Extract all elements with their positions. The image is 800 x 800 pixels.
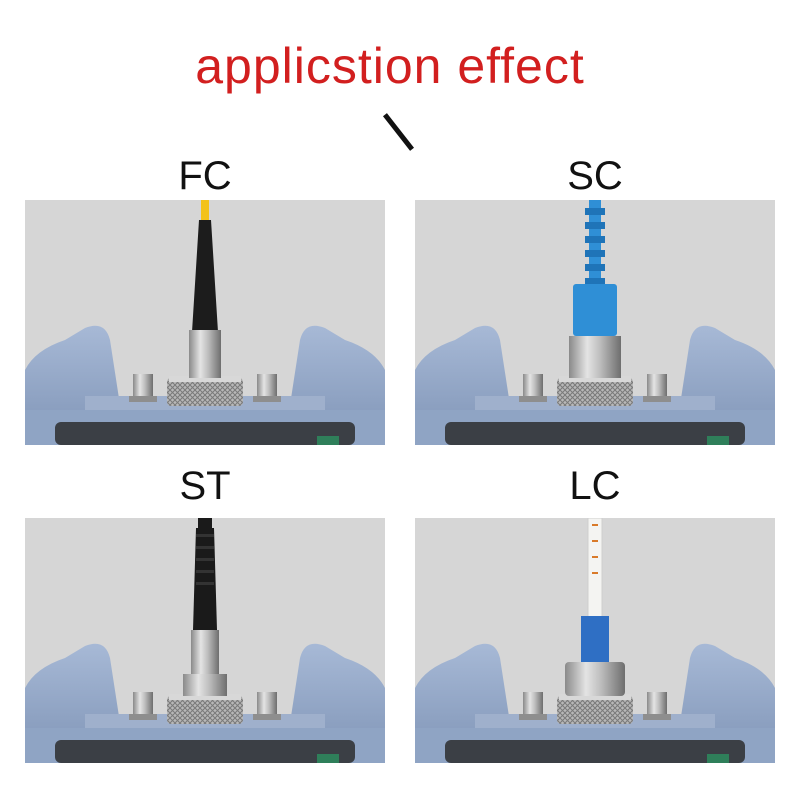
boot-rib: [585, 278, 605, 285]
boot-rib: [585, 236, 605, 243]
label-st: ST: [179, 464, 231, 508]
fc-coupling-nut: [189, 330, 221, 378]
device-screen-bezel: [445, 422, 745, 445]
st-collar: [183, 674, 227, 696]
strain-relief-boot: [192, 220, 218, 332]
device-post-base: [129, 714, 157, 720]
label-sc: SC: [567, 154, 623, 198]
device-post: [647, 374, 667, 400]
device-post: [523, 374, 543, 400]
device-post-base: [519, 714, 547, 720]
device-post-base: [129, 396, 157, 402]
device-post: [133, 374, 153, 400]
device-led: [707, 436, 729, 445]
label-lc: LC: [569, 464, 621, 508]
divider-tick: [382, 113, 415, 151]
cable-marking: [592, 556, 598, 558]
connector-base-rim: [559, 694, 631, 700]
connector-base-rim: [559, 376, 631, 382]
device-post-base: [253, 396, 281, 402]
device-led: [707, 754, 729, 763]
cable-marking: [592, 540, 598, 542]
device-led: [317, 436, 339, 445]
boot-rib: [196, 558, 214, 561]
connector-base-nut: [557, 696, 633, 724]
label-fc: FC: [178, 154, 232, 198]
connector-base-nut: [167, 378, 243, 406]
device-post: [257, 692, 277, 718]
connector-base-nut: [557, 378, 633, 406]
cable-marking: [592, 572, 598, 574]
connector-base-rim: [169, 376, 241, 382]
device-post: [133, 692, 153, 718]
boot-rib: [585, 250, 605, 257]
boot-rib: [196, 570, 214, 573]
device-post: [257, 374, 277, 400]
fiber-cable: [587, 518, 603, 619]
connector-base-nut: [167, 696, 243, 724]
strain-relief-boot: [193, 528, 217, 630]
device-screen-bezel: [55, 740, 355, 763]
device-screen-bezel: [445, 740, 745, 763]
device-post-base: [253, 714, 281, 720]
photo-st-connector: [25, 518, 385, 763]
connector-base-rim: [169, 694, 241, 700]
boot-rib: [196, 534, 214, 537]
photo-fc-connector: [25, 200, 385, 445]
photo-sc-connector: [415, 200, 775, 445]
photo-lc-connector: [415, 518, 775, 763]
boot-rib: [585, 208, 605, 215]
device-post-base: [519, 396, 547, 402]
device-led: [317, 754, 339, 763]
boot-rib: [585, 264, 605, 271]
boot-rib: [196, 546, 214, 549]
lc-housing: [581, 616, 609, 662]
page-title: applicstion effect: [195, 38, 585, 94]
boot-rib: [585, 222, 605, 229]
sc-housing: [573, 284, 617, 336]
sc-adapter: [569, 336, 621, 378]
device-screen-bezel: [55, 422, 355, 445]
device-post: [647, 692, 667, 718]
cable-marking: [592, 524, 598, 526]
st-bayonet: [191, 630, 219, 674]
device-post: [523, 692, 543, 718]
boot-rib: [196, 582, 214, 585]
lc-adapter: [565, 662, 625, 696]
device-post-base: [643, 714, 671, 720]
device-post-base: [643, 396, 671, 402]
